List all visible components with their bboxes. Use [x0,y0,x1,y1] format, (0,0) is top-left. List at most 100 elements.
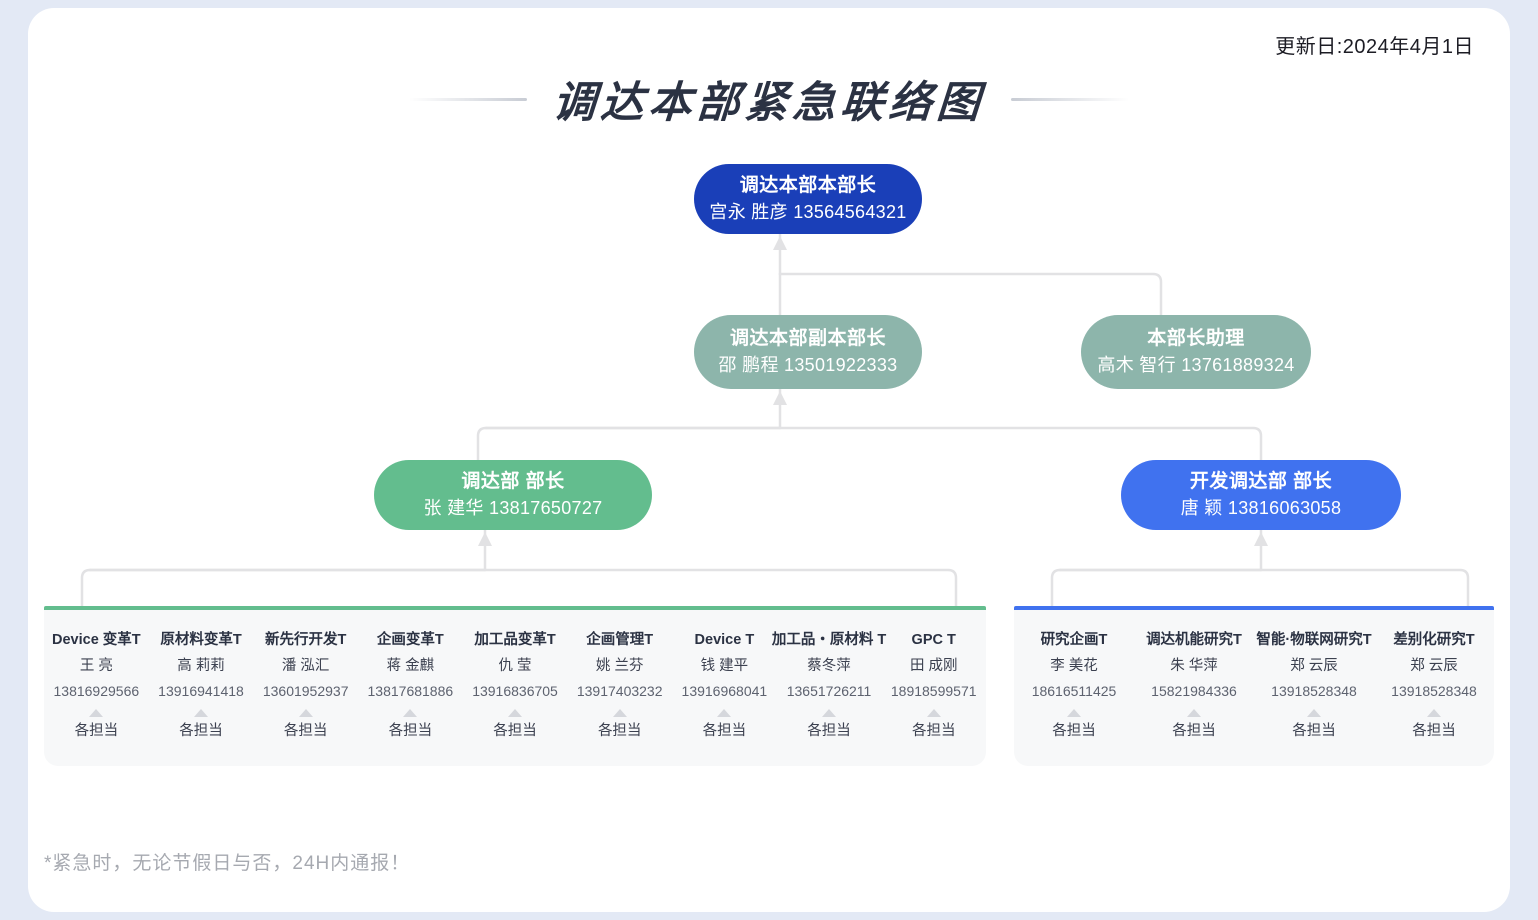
team-column[interactable]: 企画变革T 蒋 金麒 13817681886 各担当 [358,628,463,743]
team-column[interactable]: 调达机能研究T 朱 华萍 15821984336 各担当 [1134,628,1254,743]
footer-note: *紧急时，无论节假日与否，24H内通报！ [44,853,411,874]
team-column[interactable]: 加工品・原材料 T 蔡冬萍 13651726211 各担当 [772,628,886,743]
arrow-to-deputy [773,391,787,405]
team-person: 田 成刚 [909,657,958,674]
team-duty: 各担当 [1292,722,1336,739]
team-person: 郑 云辰 [1290,657,1338,674]
title-rule-right [1011,97,1129,101]
arrow-to-dept [478,532,492,546]
arrow-up-icon [1067,708,1081,717]
team-phone: 18918599571 [890,682,977,699]
team-column[interactable]: 研究企画T 李 美花 18616511425 各担当 [1014,628,1134,743]
team-name: 原材料变革T [160,632,242,648]
arrow-up-icon [1187,708,1201,717]
arrow-up-icon [1427,708,1441,717]
arrow-up-icon [926,708,941,717]
team-duty: 各担当 [1172,722,1216,739]
team-column[interactable]: 加工品变革T 仇 莹 13916836705 各担当 [463,628,568,743]
team-duty: 各担当 [493,722,537,739]
team-panel-right: 研究企画T 李 美花 18616511425 各担当 调达机能研究T 朱 华萍 158219… [1014,606,1494,766]
node-deputy-person: 邵 鹏程 13501922333 [718,355,898,376]
team-phone: 13917403232 [576,682,663,699]
team-column[interactable]: 差别化研究T 郑 云辰 13918528348 各担当 [1374,628,1494,743]
team-name: 加工品变革T [474,632,556,648]
team-phone: 18616511425 [1031,682,1117,699]
team-name: 差别化研究T [1393,632,1475,648]
team-person: 王 亮 [79,657,113,674]
team-duty: 各担当 [283,722,328,739]
node-chief[interactable]: 调达本部本部长 宫永 胜彦 13564564321 [694,164,922,234]
node-assistant[interactable]: 本部长助理 高木 智行 13761889324 [1081,315,1311,389]
team-name: 加工品・原材料 T [771,632,887,648]
team-phone: 13916941418 [158,682,244,699]
team-phone: 13916968041 [681,682,768,699]
team-phone: 15821984336 [1151,682,1237,699]
team-column[interactable]: GPC T 田 成刚 18918599571 各担当 [881,628,986,743]
team-duty: 各担当 [911,722,956,739]
node-devdept-role: 开发调达部 部长 [1189,470,1333,492]
node-deputy-role: 调达本部副本部长 [729,327,886,349]
arrow-up-icon [822,708,837,717]
team-person: 钱 建平 [700,657,749,674]
team-name: 企画管理T [586,632,654,648]
team-phone: 13816929566 [53,682,140,699]
team-phone: 13918528348 [1391,682,1477,699]
node-chief-role: 调达本部本部长 [739,174,877,196]
team-person: 蒋 金麒 [386,657,435,674]
team-duty: 各担当 [1052,722,1096,739]
team-person: 潘 泓汇 [281,657,330,674]
update-date: 更新日:2024年4月1日 [1275,36,1474,58]
team-name: Device 变革T [52,632,141,648]
team-name: Device T [694,632,755,648]
arrow-up-icon [717,708,732,717]
team-phone: 13916836705 [472,682,558,699]
team-phone: 13601952937 [262,682,349,699]
team-column[interactable]: Device T 钱 建平 13916968041 各担当 [672,628,777,743]
arrow-up-icon [403,708,418,717]
team-duty: 各担当 [388,722,433,739]
team-person: 高 莉莉 [177,657,225,674]
arrow-up-icon [508,708,523,717]
arrow-up-icon [1307,708,1321,717]
team-duty: 各担当 [597,722,642,739]
arrow-up-icon [612,708,627,717]
team-panel-left: Device 变革T 王 亮 13816929566 各担当 原材料变革T 高 莉莉 139… [44,606,986,766]
arrow-up-icon [89,708,104,717]
team-column[interactable]: 新先行开发T 潘 泓汇 13601952937 各担当 [253,628,358,743]
node-devdept-person: 唐 颖 13816063058 [1180,498,1342,519]
team-name: 新先行开发T [265,632,347,648]
arrow-up-icon [298,708,313,717]
team-phone: 13918528348 [1271,682,1357,699]
arrow-to-devdept [1254,532,1268,546]
team-person: 仇 莹 [498,657,532,674]
node-devdept[interactable]: 开发调达部 部长 唐 颖 13816063058 [1121,460,1401,530]
team-duty: 各担当 [807,722,851,739]
team-person: 李 美花 [1050,657,1098,674]
title-rule-left [409,97,527,101]
team-person: 蔡冬萍 [807,657,851,674]
node-chief-person: 宫永 胜彦 13564564321 [709,202,907,223]
org-chart-card: 更新日:2024年4月1日 调达本部紧急联络图 [28,8,1510,912]
team-name: 研究企画T [1040,632,1108,648]
team-name: GPC T [911,632,956,648]
team-name: 企画变革T [376,632,444,648]
team-person: 朱 华萍 [1170,657,1218,674]
team-name: 调达机能研究T [1146,632,1242,648]
node-deputy[interactable]: 调达本部副本部长 邵 鹏程 13501922333 [694,315,922,389]
node-assistant-person: 高木 智行 13761889324 [1097,355,1295,376]
arrow-to-chief [773,236,787,250]
team-person: 郑 云辰 [1410,657,1458,674]
team-person: 姚 兰芬 [595,657,644,674]
team-duty: 各担当 [1412,722,1456,739]
team-duty: 各担当 [702,722,747,739]
title-row: 调达本部紧急联络图 [28,68,1510,130]
node-assistant-role: 本部长助理 [1147,327,1245,349]
team-phone: 13817681886 [367,682,454,699]
node-dept[interactable]: 调达部 部长 张 建华 13817650727 [374,460,652,530]
team-duty: 各担当 [74,722,119,739]
team-phone: 13651726211 [786,682,872,699]
team-column[interactable]: Device 变革T 王 亮 13816929566 各担当 [44,628,149,743]
team-column[interactable]: 企画管理T 姚 兰芬 13917403232 各担当 [567,628,672,743]
